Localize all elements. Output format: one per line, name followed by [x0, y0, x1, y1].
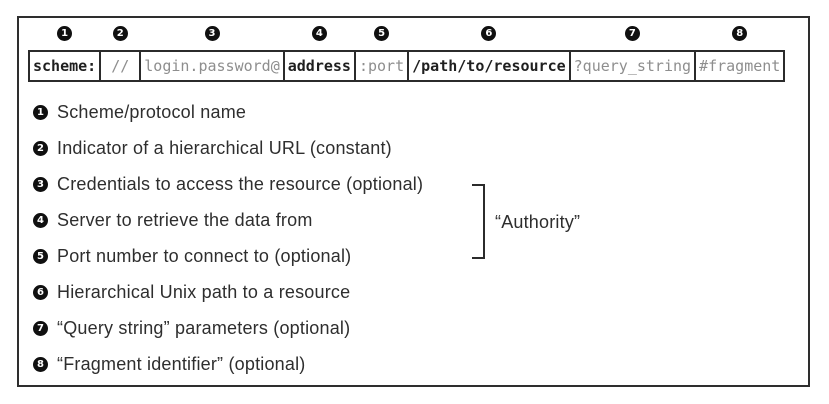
legend-item-server: 4 Server to retrieve the data from — [33, 209, 808, 231]
circled-digit-4-icon: 4 — [311, 26, 327, 41]
legend-item-label: “Fragment identifier” (optional) — [57, 353, 306, 374]
segment-box-address: address — [282, 50, 356, 82]
url-diagram: 1 scheme: 2 // 3 login.password@ 4 addre… — [28, 26, 808, 82]
circled-digit-8-icon: 8 — [33, 356, 48, 372]
segment-box-scheme: scheme: — [28, 50, 102, 82]
circled-digit-1-icon: 1 — [33, 104, 48, 120]
circled-digit-1-icon: 1 — [57, 26, 73, 41]
circled-digit-2-icon: 2 — [112, 26, 128, 41]
circled-digit-7-icon: 7 — [33, 320, 48, 336]
legend-item-path: 6 Hierarchical Unix path to a resource — [33, 281, 808, 303]
circled-digit-6-icon: 6 — [33, 284, 48, 300]
circled-digit-5-icon: 5 — [33, 248, 48, 264]
circled-digit-7-icon: 7 — [624, 26, 640, 41]
authority-label: “Authority” — [495, 212, 581, 232]
segment-box-slashes: // — [99, 50, 142, 82]
circled-digit-4-icon: 4 — [33, 212, 48, 228]
segment-box-fragment: #fragment — [694, 50, 786, 82]
url-segment-path: 6 /path/to/resource — [407, 26, 571, 82]
segment-box-query: ?query_string — [568, 50, 697, 82]
url-segment-port: 5 :port — [353, 26, 410, 82]
legend-item-label: Indicator of a hierarchical URL (constan… — [57, 137, 392, 158]
circled-digit-3-icon: 3 — [204, 26, 220, 41]
url-segment-address: 4 address — [282, 26, 356, 82]
circled-digit-2-icon: 2 — [33, 140, 48, 156]
legend-item-fragment-identifier: 8 “Fragment identifier” (optional) — [33, 353, 808, 375]
legend-item-hierarchical-indicator: 2 Indicator of a hierarchical URL (const… — [33, 137, 808, 159]
url-segment-query: 7 ?query_string — [568, 26, 697, 82]
segment-box-port: :port — [353, 50, 410, 82]
legend-item-label: Hierarchical Unix path to a resource — [57, 281, 351, 302]
legend-item-port: 5 Port number to connect to (optional) — [33, 245, 808, 267]
legend-item-label: “Query string” parameters (optional) — [57, 317, 351, 338]
url-segment-credentials: 3 login.password@ — [139, 26, 285, 82]
legend-item-query-string: 7 “Query string” parameters (optional) — [33, 317, 808, 339]
legend-item-credentials: 3 Credentials to access the resource (op… — [33, 173, 808, 195]
url-segment-scheme: 1 scheme: — [28, 26, 102, 82]
legend-item-scheme: 1 Scheme/protocol name — [33, 101, 808, 123]
legend-item-label: Credentials to access the resource (opti… — [57, 173, 424, 194]
segment-box-path: /path/to/resource — [407, 50, 571, 82]
authority-bracket — [472, 184, 485, 259]
url-structure-figure: 1 scheme: 2 // 3 login.password@ 4 addre… — [17, 16, 810, 387]
legend-item-label: Port number to connect to (optional) — [57, 245, 352, 266]
circled-digit-6-icon: 6 — [481, 26, 497, 41]
circled-digit-3-icon: 3 — [33, 176, 48, 192]
url-segment-slashes: 2 // — [99, 26, 142, 82]
segment-box-credentials: login.password@ — [139, 50, 285, 82]
circled-digit-8-icon: 8 — [732, 26, 748, 41]
legend-item-label: Scheme/protocol name — [57, 101, 247, 122]
url-segment-fragment: 8 #fragment — [694, 26, 786, 82]
legend: 1 Scheme/protocol name 2 Indicator of a … — [33, 101, 808, 375]
legend-item-label: Server to retrieve the data from — [57, 209, 313, 230]
circled-digit-5-icon: 5 — [374, 26, 390, 41]
